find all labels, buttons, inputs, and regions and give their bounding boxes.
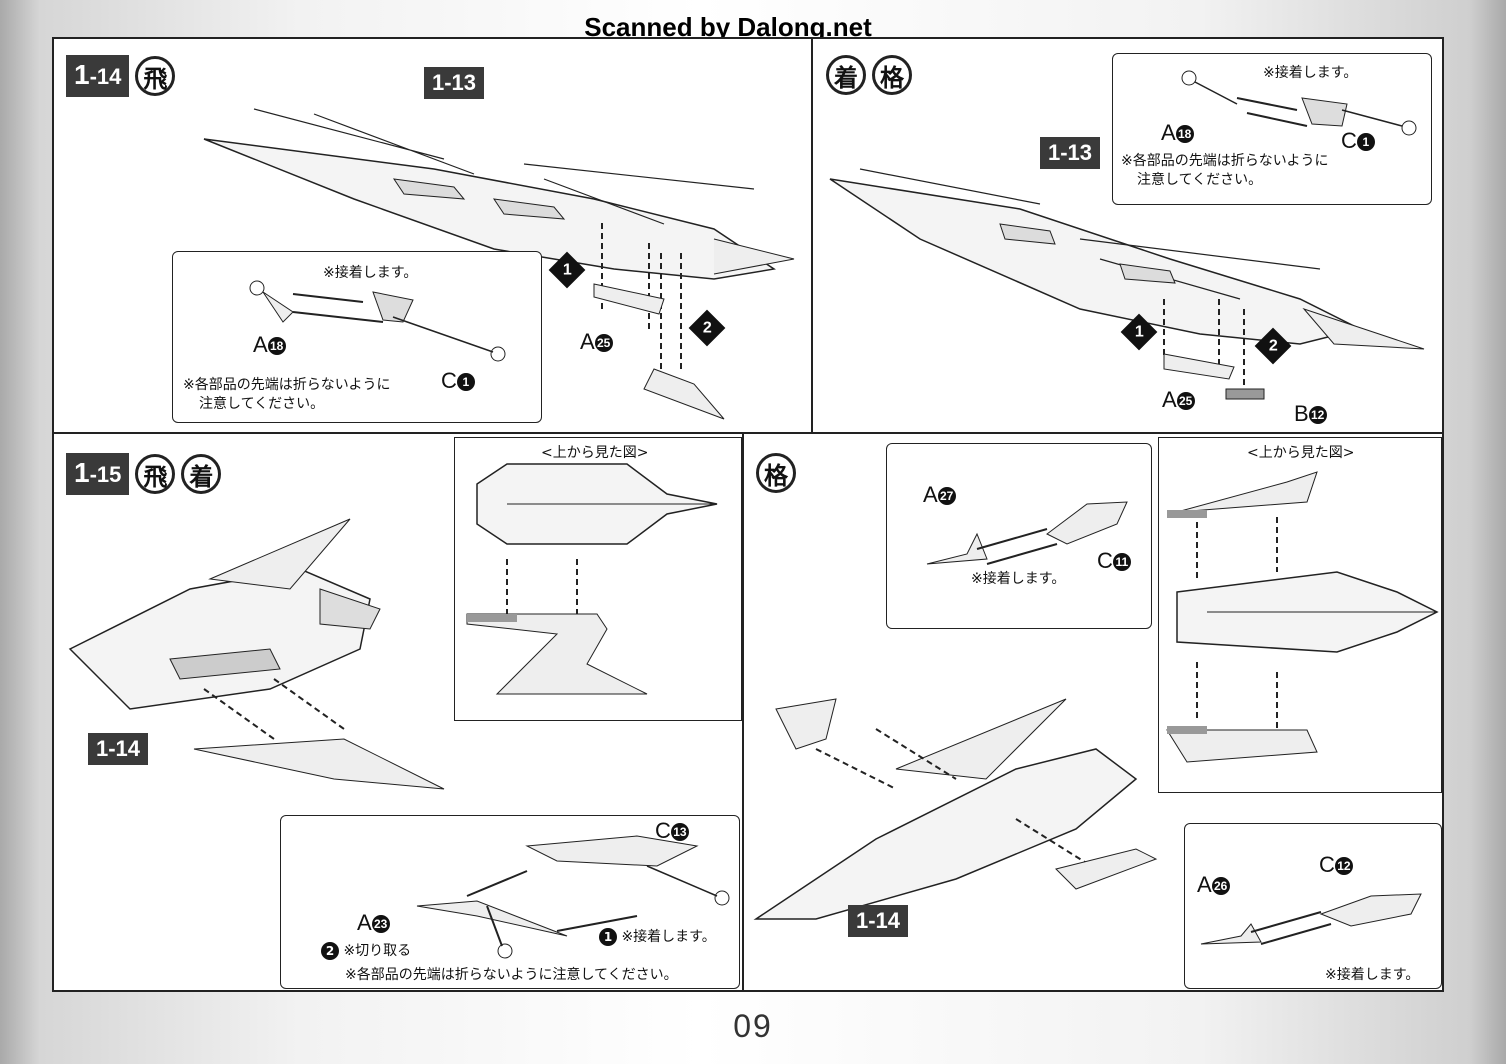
- page-number: 09: [733, 1008, 773, 1044]
- glue-note: ※接着します。: [1325, 967, 1420, 983]
- step-1-15-header: 1-15 飛 着: [66, 453, 222, 495]
- top-view-caption: <上から見た図>: [1247, 445, 1355, 461]
- ship-side-illustration-right: [829, 168, 1363, 345]
- mode-landing-icon: 着: [181, 454, 222, 494]
- step-marker-1: 1: [599, 928, 617, 946]
- wing-part-illustration: [193, 678, 445, 790]
- cut-note: 2 ※切り取る: [321, 942, 411, 960]
- parts-detail-illustration: [1200, 893, 1422, 945]
- section-divider-horizontal: [54, 432, 1442, 434]
- ref-tag-1-14: 1-14: [848, 905, 909, 937]
- glue-note: ※接着します。: [971, 571, 1066, 587]
- mode-landing-icon: 着: [826, 55, 866, 95]
- glue-note: ※接着します。: [1263, 65, 1358, 81]
- section-divider-vertical-bottom: [742, 434, 744, 990]
- parts-detail-illustration: [416, 835, 730, 959]
- glue-note: ※接着します。: [323, 265, 418, 281]
- ship-front-illustration: [753, 698, 1158, 920]
- tip-caution-note: ※各部品の先端は折らないように注意してください。: [345, 967, 678, 983]
- parts-detail-illustration: [249, 280, 506, 362]
- assembly-arrows-step-1-14: [593, 219, 725, 420]
- top-view-panel: <上から見た図>: [1158, 437, 1442, 793]
- ref-tag-1-13: 1-13: [1040, 137, 1101, 169]
- parts-detail-illustration: [926, 501, 1128, 565]
- section-divider-vertical-top: [811, 39, 813, 432]
- mode-fight-icon: 格: [756, 453, 796, 493]
- step-number: 1-14: [66, 55, 130, 97]
- top-view-panel: <上から見た図>: [454, 437, 742, 721]
- mode-fight-icon: 格: [872, 55, 912, 95]
- tip-caution-note: ※各部品の先端は折らないように 注意してください。: [183, 377, 391, 412]
- ref-tag-1-14: 1-14: [88, 733, 149, 765]
- top-view-caption: <上から見た図>: [541, 445, 649, 461]
- assembly-arrows-right: [1163, 299, 1425, 400]
- parts-detail-illustration: [1181, 70, 1417, 136]
- ref-tag-1-13: 1-13: [424, 67, 485, 99]
- top-view-illustration: [466, 463, 718, 695]
- mode-flight-icon: 飛: [135, 56, 176, 96]
- mode-flight-icon: 飛: [135, 454, 176, 494]
- glue-note: 1 ※接着します。: [599, 928, 716, 946]
- top-view-illustration: [1166, 471, 1439, 763]
- ship-side-illustration: [203, 108, 795, 280]
- step-dock-fight-header: 着 格: [826, 55, 912, 95]
- tip-caution-note: ※各部品の先端は折らないように 注意してください。: [1121, 153, 1329, 188]
- step-number: 1-15: [66, 453, 130, 495]
- step-fight-header: 格: [756, 453, 796, 493]
- ship-rear-illustration: [68, 518, 381, 710]
- step-marker-2: 2: [321, 942, 339, 960]
- step-1-14-header: 1-14 飛: [66, 55, 176, 97]
